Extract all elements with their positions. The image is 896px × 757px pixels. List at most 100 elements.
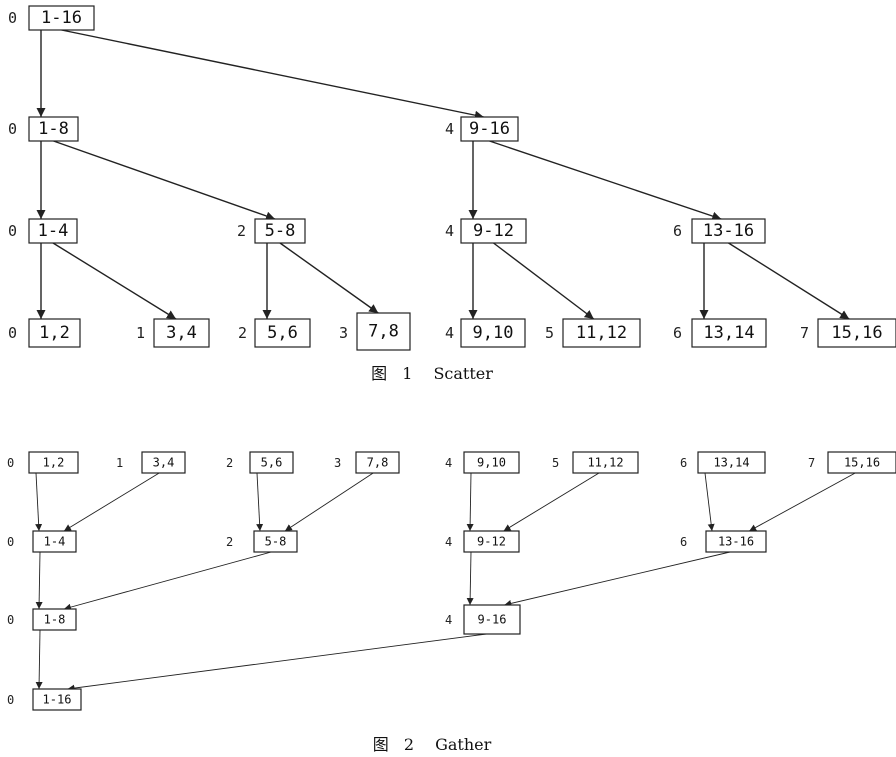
scatter-node-rank: 2 — [237, 222, 246, 240]
gather-node-box — [463, 451, 520, 474]
scatter-node-label: 1,2 — [39, 323, 70, 343]
gather-node-5-8: 2 5-8 — [226, 530, 298, 553]
gather-edge-9-12-to-9-16 — [466, 551, 474, 606]
gather-caption-prefix: 图 — [373, 735, 389, 754]
scatter-node-label: 11,12 — [576, 323, 627, 343]
scatter-node-box — [691, 218, 766, 244]
scatter-node-label: 15,16 — [831, 323, 882, 343]
scatter-caption-title: Scatter — [433, 364, 493, 383]
gather-caption-title: Gather — [435, 735, 492, 754]
scatter-node-9-12: 4 9-12 — [445, 218, 527, 244]
gather-node-box — [572, 451, 639, 474]
gather-node-box — [355, 451, 400, 474]
gather-node-label: 5-8 — [265, 535, 287, 549]
gather-node-box — [249, 451, 294, 474]
gather-node-label: 13,14 — [713, 456, 749, 470]
scatter-node-5-8: 2 5-8 — [237, 218, 306, 244]
gather-node-box — [697, 451, 766, 474]
scatter-node-box — [254, 318, 311, 348]
scatter-node-box — [691, 318, 767, 348]
gather-edge-1-2-to-1-4 — [35, 472, 43, 532]
gather-node-label: 3,4 — [153, 456, 175, 470]
gather-edge-9-16-to-1-16 — [67, 633, 487, 692]
gather-node-box — [28, 451, 79, 474]
scatter-node-rank: 0 — [8, 222, 17, 240]
scatter-node-label: 13-16 — [703, 221, 754, 241]
gather-node-rank: 2 — [226, 535, 233, 549]
gather-node-rank: 3 — [334, 456, 341, 470]
gather-node-label: 7,8 — [367, 456, 389, 470]
scatter-node-rank: 5 — [545, 324, 554, 342]
gather-node-label: 5,6 — [261, 456, 283, 470]
gather-edge-1-8-to-1-16 — [35, 629, 43, 690]
gather-node-label: 1-16 — [43, 693, 72, 707]
gather-node-box — [827, 451, 896, 474]
scatter-node-1-4: 0 1-4 — [8, 218, 78, 244]
gather-node-box — [32, 530, 77, 553]
scatter-node-label: 9,10 — [473, 323, 514, 343]
gather-node-box — [141, 451, 186, 474]
scatter-node-label: 3,4 — [166, 323, 197, 343]
scatter-node-box — [28, 116, 79, 142]
gather-node-box — [32, 608, 77, 631]
scatter-node-rank: 4 — [445, 120, 454, 138]
scatter-node-rank: 7 — [800, 324, 809, 342]
gather-node-label: 9,10 — [477, 456, 506, 470]
scatter-node-box — [28, 5, 95, 31]
scatter-node-rank: 3 — [339, 324, 348, 342]
gather-node-rank: 7 — [808, 456, 815, 470]
gather-edge-15-16-to-13-16 — [748, 472, 856, 532]
scatter-node-label: 9-12 — [473, 221, 514, 241]
scatter-node-rank: 4 — [445, 222, 454, 240]
gather-node-label: 9-12 — [477, 535, 506, 549]
scatter-node-box — [460, 218, 527, 244]
gather-node-box — [253, 530, 298, 553]
scatter-edge-9-12-to-11-12 — [493, 242, 595, 320]
gather-node-rank: 6 — [680, 456, 687, 470]
scatter-node-box — [153, 318, 210, 348]
scatter-node-label: 5-8 — [265, 221, 296, 241]
gather-edge-5-8-to-1-8 — [63, 551, 272, 611]
gather-edge-11-12-to-9-12 — [503, 472, 600, 532]
scatter-edge-13-16-to-15-16 — [728, 242, 850, 320]
gather-node-label: 1-4 — [44, 535, 66, 549]
scatter-node-box — [562, 318, 641, 348]
scatter-node-rank: 0 — [8, 324, 17, 342]
gather-node-rank: 0 — [7, 613, 14, 627]
gather-edge-1-4-to-1-8 — [35, 551, 43, 610]
scatter-node-rank: 0 — [8, 9, 17, 27]
gather-edge-9-10-to-9-12 — [466, 472, 474, 532]
gather-caption: 图 2 Gather — [373, 735, 492, 754]
scatter-node-label: 1-4 — [38, 221, 69, 241]
gather-node-rank: 4 — [445, 613, 452, 627]
scatter-caption-prefix: 图 — [371, 364, 387, 383]
gather-edges — [35, 472, 856, 692]
scatter-edge-1-8-to-5-8 — [53, 140, 276, 221]
gather-edge-13-16-to-9-16 — [504, 551, 731, 607]
gather-edge-13-14-to-13-16 — [704, 472, 715, 532]
gather-node-label: 13-16 — [718, 535, 754, 549]
scatter-node-rank: 6 — [673, 222, 682, 240]
scatter-node-box — [817, 318, 896, 348]
scatter-edges — [36, 29, 850, 320]
scatter-node-rank: 1 — [136, 324, 145, 342]
gather-node-label: 9-16 — [478, 613, 507, 627]
